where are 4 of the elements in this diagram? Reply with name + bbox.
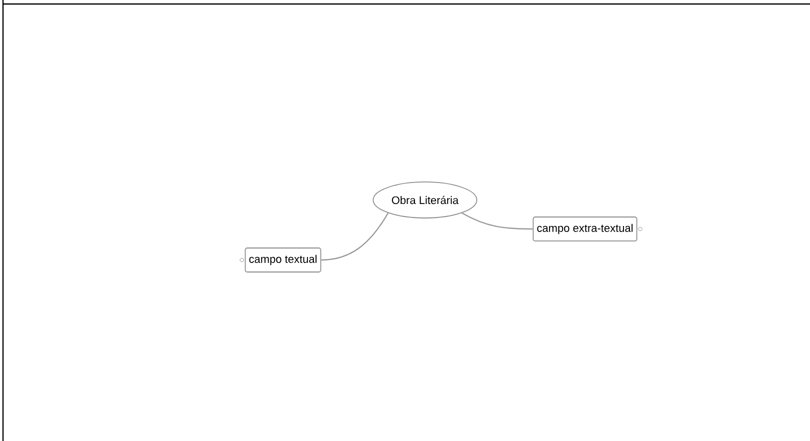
- connector: [321, 212, 389, 261]
- connector: [462, 212, 533, 230]
- topic-box: campo textual: [244, 248, 322, 272]
- topic-box: campo extra-textual: [532, 216, 638, 242]
